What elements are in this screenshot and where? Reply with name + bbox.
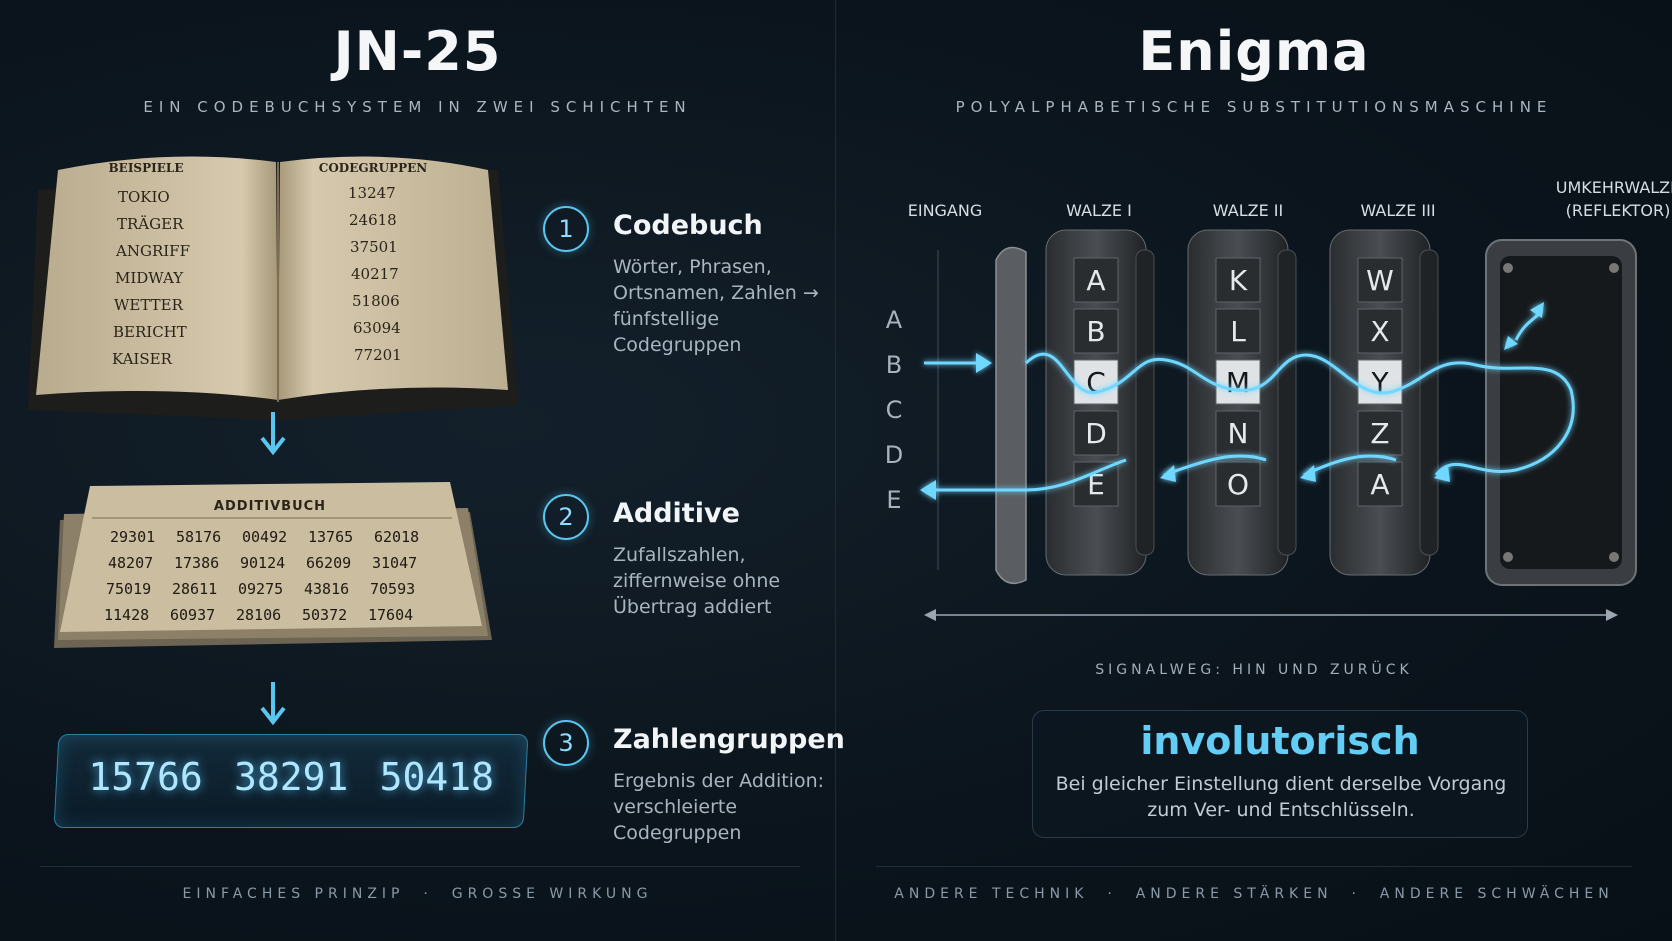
codebook-code: 13247	[348, 184, 396, 202]
step-number: 2	[543, 494, 589, 540]
additive-number: 00492	[242, 528, 287, 546]
step-title: Zahlengruppen	[613, 724, 845, 755]
rotor-letter: L	[1230, 315, 1246, 348]
result-group: 15766	[88, 755, 203, 799]
additivbuch-title: ADDITIVBUCH	[214, 499, 326, 514]
codebook-code: 37501	[350, 238, 398, 256]
step-text: Ergebnis der Addition: verschleierte Cod…	[613, 770, 825, 844]
label-walze-3: WALZE III	[1360, 201, 1435, 220]
additive-number: 50372	[302, 606, 347, 624]
label-walze-1: WALZE I	[1066, 201, 1132, 220]
footer-divider	[876, 866, 1632, 867]
codebook-illustration: BEISPIELE CODEGRUPPEN TOKIO TRÄGER ANGRIFF…	[28, 156, 518, 420]
label-walze-2: WALZE II	[1213, 201, 1283, 220]
arrow-down-icon	[260, 682, 286, 726]
additive-number: 17386	[174, 554, 219, 572]
additive-number: 60937	[170, 606, 215, 624]
enigma-rotor-diagram: EINGANG WALZE I WALZE II WALZE III UMKEH…	[885, 178, 1672, 621]
enigma-title: Enigma	[1138, 20, 1370, 83]
label-reflektor: (REFLEKTOR)	[1566, 201, 1671, 220]
input-letter: C	[886, 396, 903, 424]
rotor-letter: M	[1226, 366, 1250, 399]
label-eingang: EINGANG	[908, 201, 983, 220]
rotor-letter: Z	[1370, 417, 1389, 450]
rotor-letter: A	[1370, 468, 1389, 501]
codebook-word: KAISER	[112, 350, 173, 368]
codebook-code: 77201	[354, 346, 402, 364]
codebook-code: 40217	[351, 265, 399, 283]
additive-number: 75019	[106, 580, 151, 598]
codebook-word: TRÄGER	[117, 215, 184, 233]
rotor-letter: X	[1370, 315, 1389, 348]
step-text: Wörter, Phrasen, Ortsnamen, Zahlen → fün…	[613, 256, 819, 356]
input-letter: A	[886, 306, 903, 334]
footer-divider	[40, 866, 800, 867]
codebook-header-right: CODEGRUPPEN	[319, 161, 427, 175]
rotor-letter: D	[1085, 417, 1107, 450]
additive-number: 13765	[308, 528, 353, 546]
jn25-subtitle: EIN CODEBUCHSYSTEM IN ZWEI SCHICHTEN	[143, 98, 692, 116]
additive-number: 28106	[236, 606, 281, 624]
step-title: Additive	[613, 498, 740, 529]
jn25-footer: EINFACHES PRINZIP · GROSSE WIRKUNG	[182, 886, 653, 902]
involutorisch-box: involutorisch Bei gleicher Einstellung d…	[1032, 710, 1528, 838]
step-text: Zufallszahlen, ziffernweise ohne Übertra…	[613, 544, 781, 618]
rotor-letter: K	[1229, 264, 1248, 297]
rotor-letter: A	[1086, 264, 1105, 297]
additive-number: 28611	[172, 580, 217, 598]
involutorisch-title: involutorisch	[1140, 719, 1420, 763]
additive-number: 58176	[176, 528, 221, 546]
step-title: Codebuch	[613, 210, 763, 241]
input-letter: E	[886, 486, 901, 514]
rotor-letter: B	[1086, 315, 1105, 348]
panel-divider	[835, 0, 836, 941]
additive-number: 70593	[370, 580, 415, 598]
additive-number: 11428	[104, 606, 149, 624]
additive-number: 48207	[108, 554, 153, 572]
rotor-letter: N	[1228, 417, 1249, 450]
additive-number: 09275	[238, 580, 283, 598]
rotor-letter: C	[1086, 366, 1106, 399]
result-number-groups: 15766 38291 50418	[53, 734, 529, 828]
additive-number: 31047	[372, 554, 417, 572]
label-umkehrwalze: UMKEHRWALZE	[1556, 178, 1672, 197]
involutorisch-text: Bei gleicher Einstellung dient derselbe …	[1055, 773, 1507, 821]
codebook-word: BERICHT	[113, 323, 187, 341]
codebook-word: ANGRIFF	[115, 242, 190, 260]
additive-number: 17604	[368, 606, 413, 624]
jn25-title: JN-25	[333, 20, 502, 83]
result-group: 38291	[234, 755, 349, 799]
additive-number: 43816	[304, 580, 349, 598]
codebook-code: 63094	[353, 319, 401, 337]
additive-number: 90124	[240, 554, 285, 572]
jn25-panel: JN-25 EIN CODEBUCHSYSTEM IN ZWEI SCHICHT…	[0, 0, 845, 941]
enigma-subtitle: POLYALPHABETISCHE SUBSTITUTIONSMASCHINE	[955, 98, 1553, 116]
codebook-code: 51806	[352, 292, 400, 310]
input-letter: D	[885, 441, 903, 469]
additive-number: 29301	[110, 528, 155, 546]
additive-number: 66209	[306, 554, 351, 572]
additive-number: 62018	[374, 528, 419, 546]
rotor-letter: O	[1227, 468, 1249, 501]
additivbuch-illustration: ADDITIVBUCH 29301 58176 00492 13765 62018 482…	[54, 482, 492, 648]
enigma-footer: ANDERE TECHNIK · ANDERE STÄRKEN · ANDERE…	[894, 886, 1614, 902]
step-number: 3	[543, 720, 589, 766]
codebook-word: WETTER	[114, 296, 184, 314]
codebook-header-left: BEISPIELE	[109, 161, 184, 175]
result-group: 50418	[379, 755, 494, 799]
arrow-down-icon	[260, 412, 286, 456]
codebook-word: TOKIO	[118, 188, 170, 206]
step-number: 1	[543, 206, 589, 252]
rotor-letter: E	[1087, 468, 1105, 501]
rotor-letter: W	[1366, 264, 1394, 297]
signal-path-label: SIGNALWEG: HIN UND ZURÜCK	[1095, 662, 1413, 678]
codebook-code: 24618	[349, 211, 397, 229]
input-letter: B	[886, 351, 902, 379]
codebook-word: MIDWAY	[115, 269, 184, 287]
enigma-panel: Enigma POLYALPHABETISCHE SUBSTITUTIONSMA…	[836, 0, 1672, 941]
